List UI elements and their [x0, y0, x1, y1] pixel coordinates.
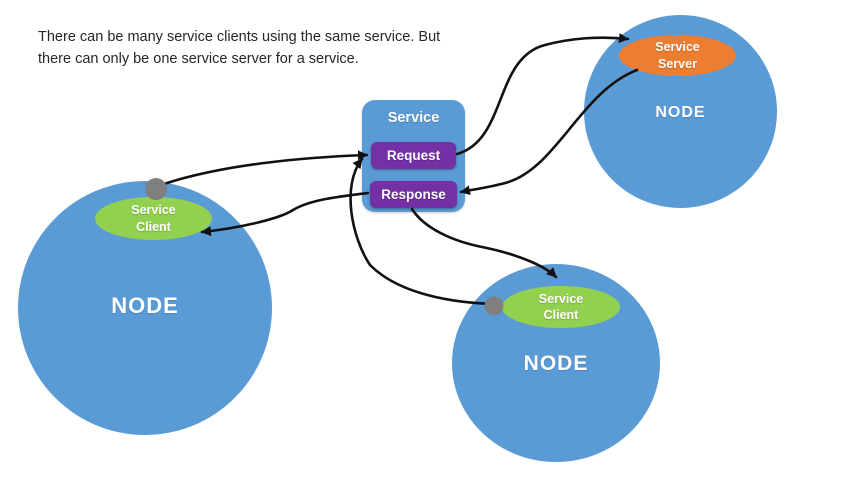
request-box: Request: [371, 142, 456, 169]
service-client-left-ellipse: Service Client: [95, 197, 212, 240]
node-bottom-label: NODE: [523, 352, 589, 375]
node-top-right-label: NODE: [655, 104, 706, 121]
response-box: Response: [370, 181, 457, 208]
service-server-label: Service Server: [655, 40, 700, 71]
node-bottom-circle: Service Client NODE: [452, 264, 660, 462]
service-client-left-label: Service Client: [131, 203, 176, 234]
caption-line-2: there can only be one service server for…: [38, 50, 359, 67]
service-client-bottom-label: Service Client: [538, 291, 584, 322]
caption-line-1: There can be many service clients using …: [38, 29, 441, 45]
caption-text: There can be many service clients using …: [38, 27, 440, 70]
service-client-bottom-ellipse: Service Client: [502, 286, 620, 328]
node-left-label: NODE: [111, 293, 179, 318]
node-left-circle: Service Client NODE: [18, 181, 272, 435]
service-box-title: Service: [387, 110, 440, 126]
node-top-right-circle: Service Server NODE: [584, 15, 777, 208]
arrow-left-client-to-request: [162, 150, 369, 186]
service-box: Service Request Response: [362, 100, 465, 212]
service-server-ellipse: Service Server: [619, 35, 736, 76]
